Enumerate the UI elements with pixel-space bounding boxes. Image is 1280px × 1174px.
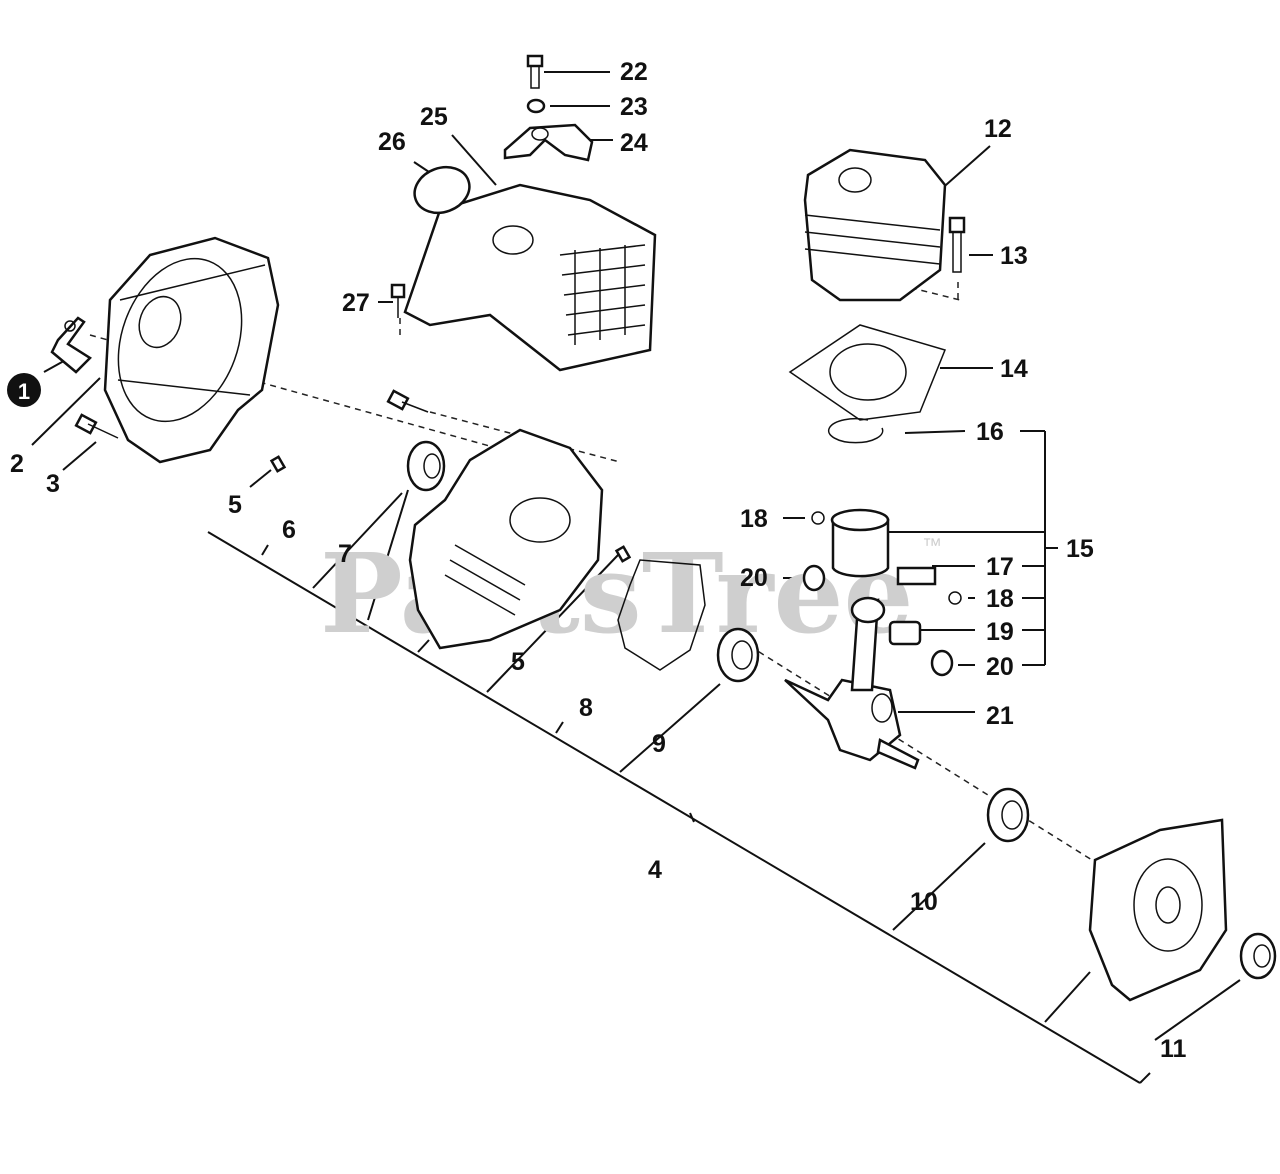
callout-17: 17 <box>986 553 1014 581</box>
part-screw-6 <box>386 389 429 413</box>
part-piston-pin <box>896 566 937 586</box>
watermark-text: PartsTree <box>320 529 914 658</box>
callout-1-marker <box>7 373 41 407</box>
part-needle-bearing-19 <box>888 620 922 646</box>
part-gasket-8 <box>617 559 706 671</box>
callout-22: 22 <box>620 58 648 86</box>
part-oil-seal-7 <box>406 440 446 492</box>
part-oil-seal-11 <box>1239 932 1277 980</box>
callout-11: 11 <box>1160 1035 1187 1063</box>
part-bolt-22 <box>526 54 544 89</box>
callout-9: 9 <box>652 730 666 758</box>
part-plug-26 <box>413 165 471 215</box>
part-bracket <box>50 316 92 374</box>
callout-23: 23 <box>620 93 648 121</box>
callout-14: 14 <box>1000 355 1028 383</box>
callout-15: 15 <box>1066 535 1094 563</box>
callout-20b: 20 <box>986 653 1014 681</box>
callout-8: 8 <box>579 694 593 722</box>
callout-16: 16 <box>976 418 1004 446</box>
callout-4: 4 <box>648 856 662 884</box>
callout-12: 12 <box>984 115 1012 143</box>
callout-27: 27 <box>342 289 370 317</box>
callout-18b: 18 <box>986 585 1014 613</box>
callout-labels: 2 3 4 5 5 6 7 8 9 10 11 12 13 14 15 16 1… <box>10 58 1187 1063</box>
part-washers <box>802 564 954 677</box>
callout-25: 25 <box>420 103 448 131</box>
part-nut-23 <box>526 98 546 114</box>
callout-13: 13 <box>1000 242 1028 270</box>
part-crankcase <box>408 428 604 650</box>
part-cylinder-cover <box>403 183 657 372</box>
part-cover-24 <box>503 123 594 162</box>
part-crankshaft <box>784 596 920 770</box>
callout-20a: 20 <box>740 564 768 592</box>
part-piston-ring-16 <box>827 417 884 444</box>
callout-19: 19 <box>986 618 1014 646</box>
part-dowel-pins <box>269 455 632 563</box>
callout-26: 26 <box>378 128 406 156</box>
part-fan-housing <box>103 236 280 464</box>
part-piston <box>830 508 890 578</box>
callout-21: 21 <box>986 702 1014 730</box>
callout-24: 24 <box>620 129 648 157</box>
callout-2: 2 <box>10 450 24 478</box>
callout-6: 6 <box>282 516 296 544</box>
part-circlips <box>811 511 962 605</box>
callout-5b: 5 <box>511 648 525 676</box>
part-screw-27 <box>390 283 406 318</box>
callout-5a: 5 <box>228 491 242 519</box>
callout-3: 3 <box>46 470 60 498</box>
part-crankcase-half <box>1088 818 1228 1002</box>
callout-18a: 18 <box>740 505 768 533</box>
part-bearing-10 <box>986 787 1030 843</box>
part-bolt-13 <box>948 216 966 273</box>
callout-10: 10 <box>910 888 938 916</box>
part-cylinder <box>803 148 947 302</box>
leader-lines <box>31 71 1241 1084</box>
part-bearing-9 <box>716 627 760 683</box>
part-screw-3 <box>74 413 119 439</box>
callout-7: 7 <box>338 540 352 568</box>
part-gasket-14 <box>788 324 947 421</box>
callout-1: 1 <box>18 379 30 404</box>
watermark-trademark: ™ <box>922 535 942 557</box>
